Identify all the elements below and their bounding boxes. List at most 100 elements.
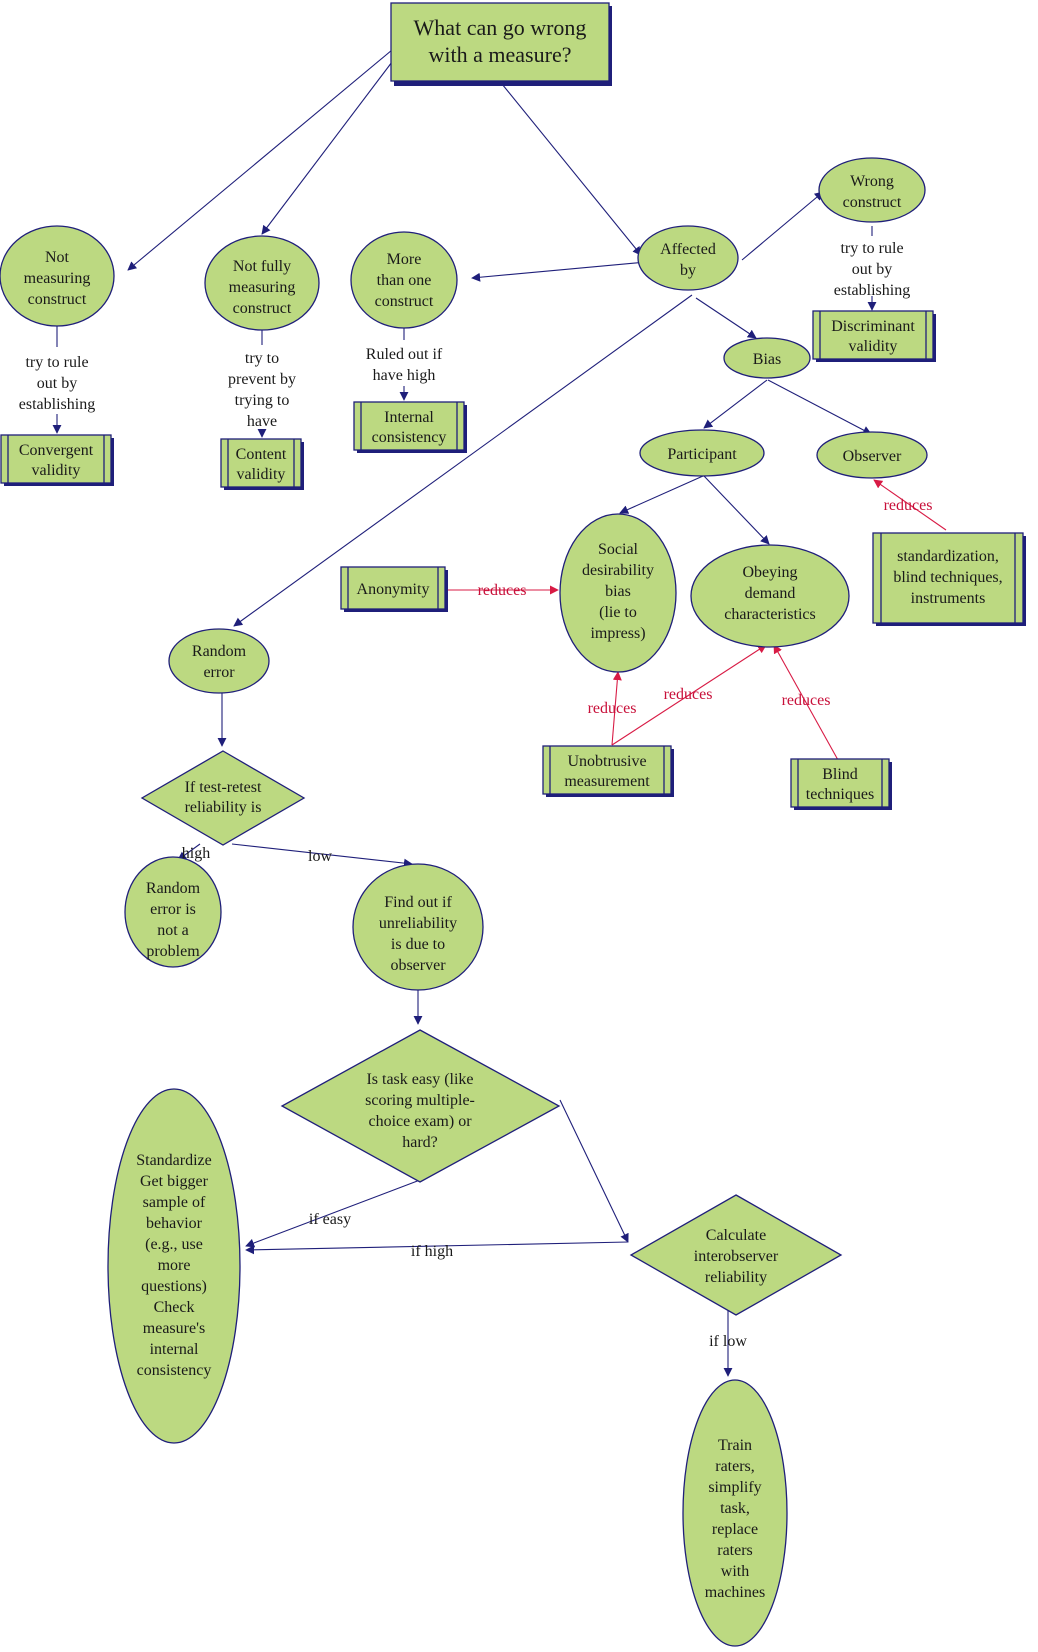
obeying-line-3: characteristics (724, 606, 816, 623)
internal-line-1: Internal (384, 409, 434, 426)
social-line-4: (lie to (599, 604, 637, 621)
node-convergent: Convergent validity (0, 434, 114, 486)
label-if-easy: if easy (309, 1211, 351, 1228)
red-edge-unobtrusive-to-obeying (611, 644, 767, 746)
standardize-line-5: (e.g., use (145, 1236, 203, 1253)
standardize-line-1: Standardize (136, 1152, 212, 1169)
internal-line-2: consistency (372, 429, 447, 446)
more-than-one-line-2: than one (377, 272, 432, 289)
node-test-retest: If test-retest reliability is (140, 750, 306, 846)
train-line-7: with (721, 1563, 749, 1580)
train-line-8: machines (705, 1584, 765, 1601)
edge-interobserver-to-standardize (245, 1241, 629, 1255)
participant-line-1: Participant (667, 446, 737, 463)
observer-line-1: Observer (843, 448, 902, 465)
not-measuring-line-2: measuring (24, 270, 91, 287)
wrong-construct-line-2: construct (843, 194, 902, 211)
content-line-2: validity (237, 466, 286, 483)
label-reduces-blind: reduces (782, 692, 831, 709)
node-not-fully: Not fully measuring construct (204, 235, 320, 331)
label-try-rule-out-2-b: out by (852, 261, 892, 278)
not-problem-line-2: error is (150, 901, 196, 918)
not-fully-line-2: measuring (229, 279, 296, 296)
blind-line-1: Blind (822, 766, 858, 783)
blind-line-2: techniques (806, 786, 874, 803)
label-try-rule-out-1-b: out by (37, 375, 77, 392)
node-not-measuring: Not measuring construct (0, 225, 115, 327)
node-social-desirability: Social desirability bias (lie to impress… (559, 513, 677, 673)
node-standardize: Standardize Get bigger sample of behavio… (107, 1088, 241, 1444)
edge-affected-to-bias (695, 297, 757, 339)
standardization-line-3: instruments (911, 590, 986, 607)
label-if-low: if low (709, 1333, 747, 1350)
find-out-line-1: Find out if (384, 894, 452, 911)
affected-by-line-1: Affected (660, 241, 716, 258)
standardize-line-6: more (158, 1257, 191, 1274)
task-easy-line-4: hard? (402, 1134, 438, 1151)
node-train: Train raters, simplify task, replace rat… (682, 1379, 788, 1647)
reduces-edges (448, 479, 947, 761)
edge-participant-to-obeying (703, 475, 770, 545)
standardize-line-3: sample of (143, 1194, 206, 1211)
edge-root-to-not-measuring (127, 49, 393, 271)
node-not-problem: Random error is not a problem (124, 856, 222, 968)
standardize-line-10: internal (150, 1341, 199, 1358)
label-try-prevent-c: trying to (235, 392, 290, 409)
anonymity-line-1: Anonymity (357, 581, 430, 598)
node-unobtrusive: Unobtrusive measurement (542, 745, 674, 797)
label-reduces-unobtrusive-1: reduces (588, 700, 637, 717)
label-low: low (308, 848, 332, 865)
more-than-one-line-3: construct (375, 293, 434, 310)
standardize-line-9: measure's (143, 1320, 205, 1337)
not-fully-line-3: construct (233, 300, 292, 317)
edge-test-retest-to-find-out (231, 843, 413, 868)
edge-participant-to-social (619, 475, 704, 514)
train-line-4: task, (720, 1500, 750, 1517)
root-line-1: What can go wrong (414, 15, 587, 40)
label-try-prevent-b: prevent by (228, 371, 296, 388)
unobtrusive-line-1: Unobtrusive (567, 753, 646, 770)
discriminant-line-1: Discriminant (831, 318, 915, 335)
standardization-line-2: blind techniques, (893, 569, 1002, 586)
train-line-3: simplify (708, 1479, 761, 1496)
edge-bias-to-observer (767, 379, 872, 435)
not-measuring-line-3: construct (28, 291, 87, 308)
node-observer: Observer (816, 431, 928, 479)
edge-affected-to-wrong-construct (741, 191, 824, 261)
discriminant-line-2: validity (849, 338, 898, 355)
node-find-out: Find out if unreliability is due to obse… (352, 863, 484, 991)
node-content: Content validity (220, 438, 304, 490)
wrong-construct-line-1: Wrong (850, 173, 894, 190)
label-try-prevent-d: have (247, 413, 277, 430)
node-interobserver: Calculate interobserver reliability (629, 1194, 843, 1316)
node-blind-techniques: Blind techniques (790, 758, 892, 810)
train-line-2: raters, (715, 1458, 755, 1475)
obeying-line-1: Obeying (742, 564, 797, 581)
standardize-line-11: consistency (137, 1362, 212, 1379)
node-more-than-one: More than one construct (350, 231, 458, 329)
red-edge-standardization-to-observer (873, 479, 947, 531)
label-try-rule-out-2-c: establishing (834, 282, 910, 299)
interobserver-line-3: reliability (705, 1269, 767, 1286)
node-participant: Participant (639, 429, 765, 477)
find-out-line-3: is due to (391, 936, 445, 953)
node-bias: Bias (723, 337, 811, 379)
node-root: What can go wrong with a measure? (390, 2, 612, 86)
node-obeying: Obeying demand characteristics (690, 544, 850, 648)
not-problem-line-1: Random (146, 880, 201, 897)
task-easy-line-2: scoring multiple- (365, 1092, 475, 1109)
label-ruled-out-a: Ruled out if (366, 346, 443, 363)
red-edge-blind-to-obeying (773, 644, 839, 761)
obeying-line-2: demand (745, 585, 796, 602)
convergent-line-2: validity (32, 462, 81, 479)
node-discriminant: Discriminant validity (812, 310, 936, 362)
node-internal: Internal consistency (353, 401, 467, 453)
train-line-5: replace (712, 1521, 758, 1538)
bias-line-1: Bias (753, 351, 781, 368)
red-edge-unobtrusive-to-social (611, 671, 622, 746)
edge-root-to-not-fully (261, 57, 396, 235)
interobserver-line-1: Calculate (706, 1227, 766, 1244)
test-retest-line-1: If test-retest (185, 779, 262, 796)
unobtrusive-line-2: measurement (564, 773, 650, 790)
